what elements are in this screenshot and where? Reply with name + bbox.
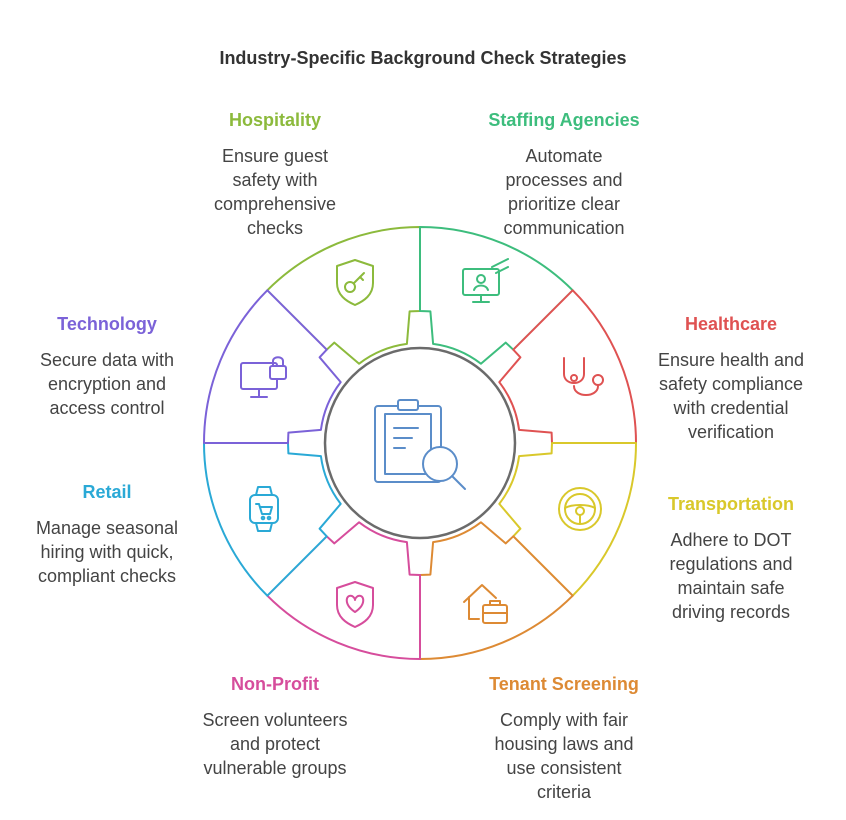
label-hospitality: Hospitality Ensure guest safety with com… xyxy=(165,108,385,240)
diagram-title: Industry-Specific Background Check Strat… xyxy=(219,48,627,68)
label-retail: Retail Manage seasonal hiring with quick… xyxy=(0,480,214,588)
heading-non-profit: Non-Profit xyxy=(231,674,319,694)
heading-technology: Technology xyxy=(57,314,157,334)
steering-wheel-icon xyxy=(558,487,602,531)
heading-retail: Retail xyxy=(82,482,132,502)
label-staffing-agencies: Staffing Agencies Automate processes and… xyxy=(454,108,674,240)
computer-lock-icon xyxy=(240,356,287,398)
house-briefcase-icon xyxy=(463,584,508,624)
description-transportation: Adhere to DOT regulations and maintain s… xyxy=(669,530,793,622)
heading-staffing-agencies: Staffing Agencies xyxy=(488,110,640,130)
center-hub xyxy=(323,346,517,540)
heading-tenant-screening: Tenant Screening xyxy=(489,674,639,694)
description-technology: Secure data with encryption and access c… xyxy=(39,350,175,418)
section-icons xyxy=(240,258,604,628)
monitor-person-icon xyxy=(462,258,509,303)
hub-circle xyxy=(323,346,517,540)
description-non-profit: Screen volunteers and protect vulnerable… xyxy=(202,710,348,778)
heading-hospitality: Hospitality xyxy=(228,110,321,130)
shopping-watch-icon xyxy=(249,486,279,532)
label-transportation: Transportation Adhere to DOT regulations… xyxy=(620,492,842,624)
description-healthcare: Ensure health and safety compliance with… xyxy=(657,350,805,442)
stethoscope-icon xyxy=(563,357,604,396)
description-hospitality: Ensure guest safety with comprehensive c… xyxy=(213,146,337,238)
heading-transportation: Transportation xyxy=(667,494,794,514)
shield-heart-icon xyxy=(336,581,374,628)
description-retail: Manage seasonal hiring with quick, compl… xyxy=(35,518,179,586)
label-technology: Technology Secure data with encryption a… xyxy=(0,312,214,420)
label-tenant-screening: Tenant Screening Comply with fair housin… xyxy=(454,672,674,804)
shield-key-icon xyxy=(336,259,374,306)
description-tenant-screening: Comply with fair housing laws and use co… xyxy=(494,710,634,802)
label-non-profit: Non-Profit Screen volunteers and protect… xyxy=(165,672,385,780)
heading-healthcare: Healthcare xyxy=(684,314,778,334)
clipboard-search-icon xyxy=(374,399,466,490)
label-healthcare: Healthcare Ensure health and safety comp… xyxy=(620,312,842,444)
description-staffing-agencies: Automate processes and prioritize clear … xyxy=(503,146,625,238)
